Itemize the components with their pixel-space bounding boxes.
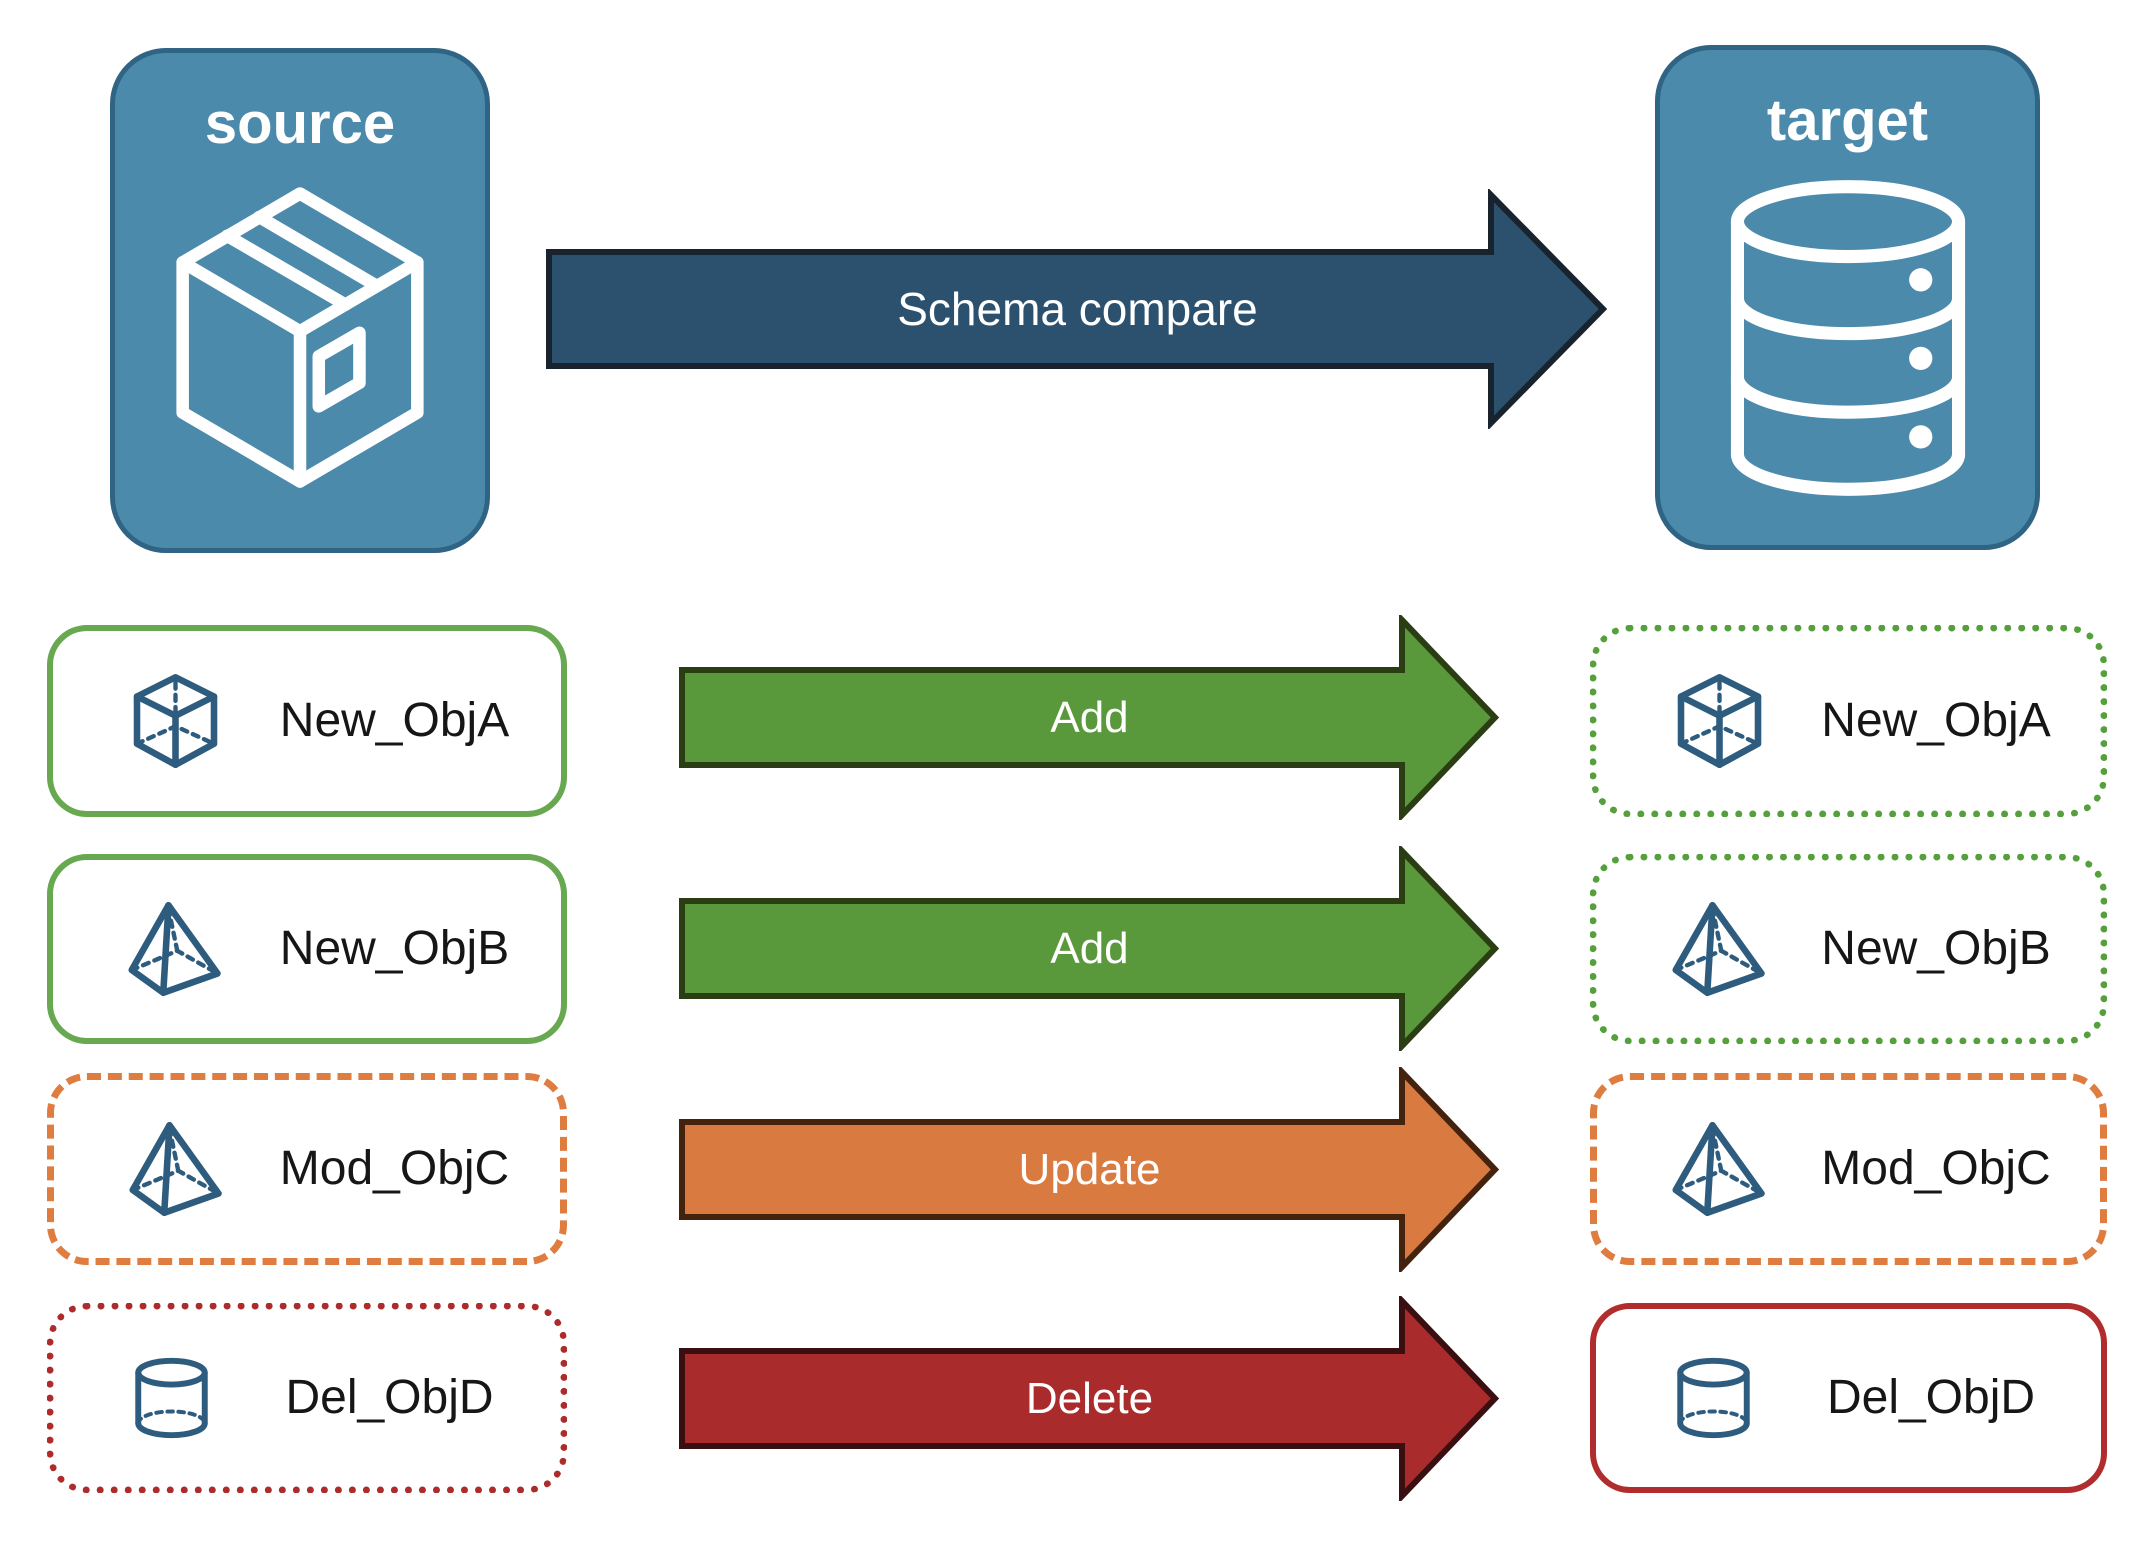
object-label: Del_ObjD — [285, 1370, 494, 1424]
object-label: New_ObjA — [1821, 693, 2051, 747]
schema-compare-arrow: Schema compare — [546, 189, 1609, 429]
source-node: source — [110, 48, 490, 553]
source-node-title: source — [204, 91, 396, 156]
right-arrow-shape — [679, 615, 1500, 820]
target-node-title: target — [1766, 88, 1929, 153]
update-arrow-row3: Update — [679, 1067, 1500, 1272]
database-icon — [1730, 180, 1965, 496]
object-label: Mod_ObjC — [1821, 1141, 2051, 1195]
pyramid-icon — [129, 1121, 222, 1217]
cube-icon — [1677, 673, 1762, 769]
cube-icon — [133, 673, 218, 769]
add-arrow-row1: Add — [679, 615, 1500, 820]
package-box-icon — [176, 187, 424, 488]
target-object-box-new-obja: New_ObjA — [1590, 625, 2107, 817]
pyramid-icon — [1672, 1121, 1765, 1217]
source-object-box-new-obja: New_ObjA — [47, 625, 567, 817]
object-label: New_ObjB — [1821, 921, 2051, 975]
pyramid-icon — [128, 901, 221, 997]
cylinder-icon — [1677, 1357, 1750, 1439]
target-object-box-del-objd: Del_ObjD — [1590, 1303, 2107, 1493]
object-label: New_ObjA — [279, 693, 510, 747]
pyramid-icon — [1672, 901, 1765, 997]
source-object-box-del-objd: Del_ObjD — [47, 1303, 567, 1493]
right-arrow-shape — [679, 1296, 1500, 1501]
target-node: target — [1655, 45, 2040, 550]
target-object-box-mod-objc: Mod_ObjC — [1590, 1073, 2107, 1265]
object-label: New_ObjB — [279, 921, 510, 975]
source-object-box-new-objb: New_ObjB — [47, 854, 567, 1044]
object-label: Del_ObjD — [1826, 1370, 2036, 1424]
source-object-box-mod-objc: Mod_ObjC — [47, 1073, 567, 1265]
right-arrow-shape — [679, 1067, 1500, 1272]
target-object-box-new-objb: New_ObjB — [1590, 854, 2107, 1044]
add-arrow-row2: Add — [679, 846, 1500, 1051]
right-arrow-shape — [679, 846, 1500, 1051]
right-arrow-shape — [546, 189, 1608, 429]
delete-arrow-row4: Delete — [679, 1296, 1500, 1501]
object-label: Mod_ObjC — [279, 1141, 510, 1195]
cylinder-icon — [135, 1357, 208, 1439]
